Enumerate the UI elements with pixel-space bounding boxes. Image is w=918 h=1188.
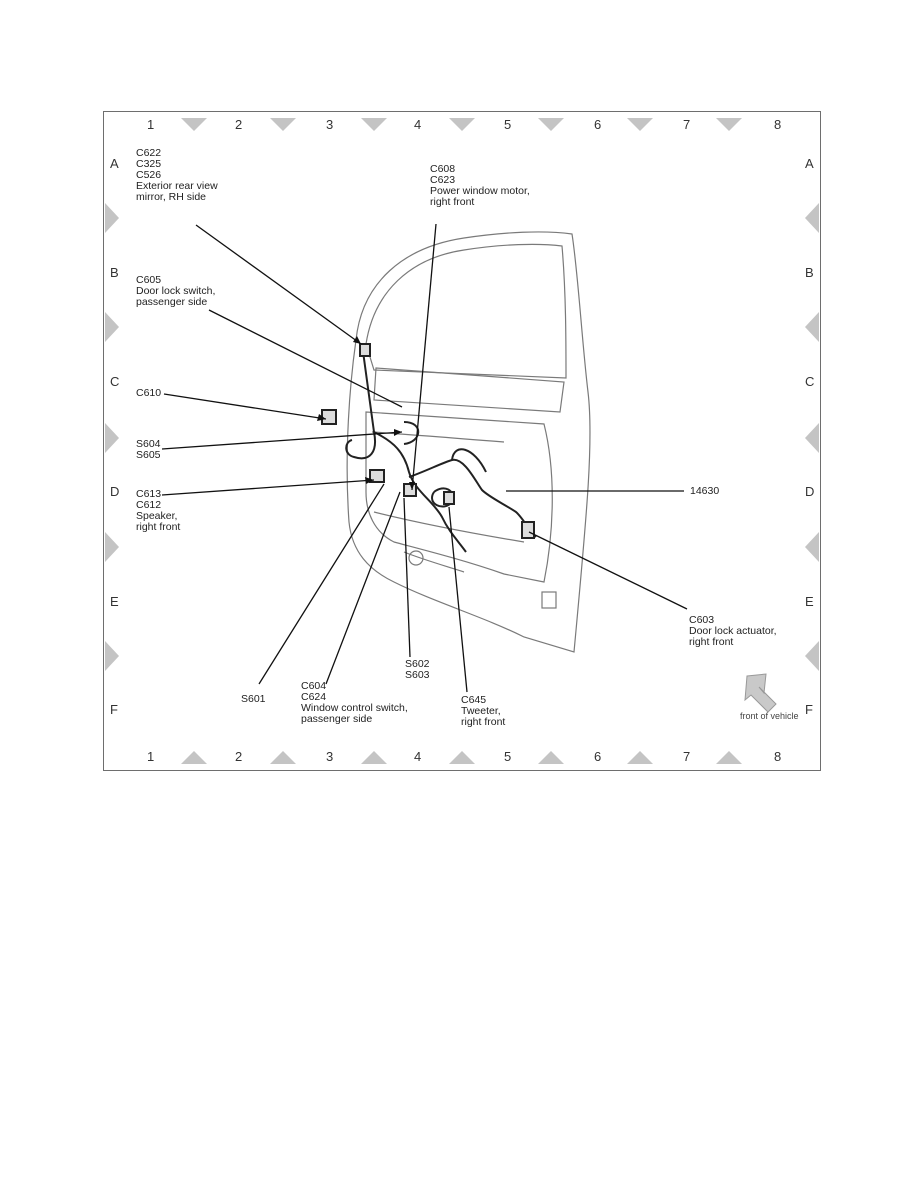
callout-window-control-switch: C604 C624 Window control switch, passeng…: [301, 681, 408, 725]
splice-id: S604: [136, 438, 161, 450]
component-description: Door lock switch,: [136, 285, 216, 297]
connector-id: C605: [136, 274, 162, 286]
splice-id: S603: [405, 669, 430, 681]
grid-column-label-bottom: 8: [774, 749, 782, 764]
callout-harness-14630: 14630: [690, 486, 719, 497]
component-description: passenger side: [136, 296, 208, 308]
front-of-vehicle-label: front of vehicle: [740, 711, 799, 721]
connector-id: C613: [136, 488, 162, 500]
grid-row-label-right: D: [805, 484, 815, 499]
grid-row-label-left: E: [110, 594, 119, 609]
grid-row-label-right: F: [805, 702, 813, 717]
grid-column-label-bottom: 3: [326, 749, 334, 764]
grid-markers-bottom: [181, 751, 742, 764]
grid-column-label-top: 7: [683, 117, 691, 132]
grid-column-label-top: 4: [414, 117, 422, 132]
grid-column-label-bottom: 5: [504, 749, 512, 764]
grid-row-label-left: D: [110, 484, 120, 499]
connector-id: C608: [430, 163, 456, 175]
harness-id: 14630: [690, 485, 720, 497]
component-description: right front: [430, 196, 475, 208]
component-description: Door lock actuator,: [689, 625, 777, 637]
callout-speaker: C613 C612 Speaker, right front: [136, 489, 180, 533]
splice-id: S605: [136, 449, 161, 461]
grid-column-label-top: 6: [594, 117, 602, 132]
grid-markers-top: [181, 118, 742, 131]
leader-arrowheads: [317, 336, 415, 490]
grid-row-label-left: B: [110, 265, 119, 280]
connector-id: C622: [136, 147, 162, 159]
connector-id: C526: [136, 169, 162, 181]
connector-id: C604: [301, 680, 327, 692]
grid-column-label-bottom: 7: [683, 749, 691, 764]
connector-id: C612: [136, 499, 162, 511]
callout-mirror-connectors: C622 C325 C526 Exterior rear view mirror…: [136, 148, 218, 203]
component-description: right front: [136, 521, 181, 533]
grid-column-label-bottom: 1: [147, 749, 155, 764]
grid-column-label-top: 1: [147, 117, 155, 132]
component-description: Window control switch,: [301, 702, 408, 714]
callout-splice-s601: S601: [241, 694, 266, 705]
splice-id: S602: [405, 658, 430, 670]
connector-id: C610: [136, 387, 162, 399]
splice-id: S601: [241, 693, 266, 705]
connector-id: C645: [461, 694, 487, 706]
grid-row-label-left: F: [110, 702, 118, 717]
diagram-graphic: [105, 118, 819, 764]
connector-id: C325: [136, 158, 162, 170]
callout-splice-s602-s603: S602 S603: [405, 659, 430, 681]
grid-row-label-right: B: [805, 265, 814, 280]
callout-splice-s604-s605: S604 S605: [136, 439, 161, 461]
callout-door-lock-actuator: C603 Door lock actuator, right front: [689, 615, 777, 648]
front-of-vehicle-arrow-icon: [744, 673, 777, 713]
component-description: Power window motor,: [430, 185, 530, 197]
callout-door-lock-switch: C605 Door lock switch, passenger side: [136, 275, 215, 308]
component-description: Tweeter,: [461, 705, 501, 717]
grid-column-label-top: 8: [774, 117, 782, 132]
component-description: right front: [689, 636, 734, 648]
grid-column-label-bottom: 4: [414, 749, 422, 764]
door-illustration: [346, 231, 591, 653]
grid-column-label-bottom: 2: [235, 749, 243, 764]
component-description: Exterior rear view: [136, 180, 218, 192]
callout-power-window-motor: C608 C623 Power window motor, right fron…: [430, 164, 530, 208]
callout-tweeter: C645 Tweeter, right front: [461, 695, 505, 728]
connector-id: C603: [689, 614, 715, 626]
grid-column-label-top: 2: [235, 117, 243, 132]
grid-row-label-left: C: [110, 374, 120, 389]
grid-row-label-right: A: [805, 156, 814, 171]
locator-diagram: 1 2 3 4 5 6 7 8 1 2 3 4 5 6 7 8 A B C D …: [103, 111, 821, 771]
connector-id: C624: [301, 691, 327, 703]
leader-lines: [161, 223, 688, 693]
component-description: Speaker,: [136, 510, 178, 522]
component-description: passenger side: [301, 713, 373, 725]
connector-id: C623: [430, 174, 456, 186]
grid-markers-right: [805, 203, 819, 671]
grid-column-label-top: 5: [504, 117, 512, 132]
component-description: right front: [461, 716, 506, 728]
grid-row-label-right: E: [805, 594, 814, 609]
grid-row-label-left: A: [110, 156, 119, 171]
callout-c610: C610: [136, 388, 161, 399]
grid-row-label-right: C: [805, 374, 815, 389]
grid-markers-left: [105, 203, 119, 671]
component-description: mirror, RH side: [136, 191, 207, 203]
wiring-harness: [321, 343, 537, 553]
grid-column-label-top: 3: [326, 117, 334, 132]
grid-column-label-bottom: 6: [594, 749, 602, 764]
